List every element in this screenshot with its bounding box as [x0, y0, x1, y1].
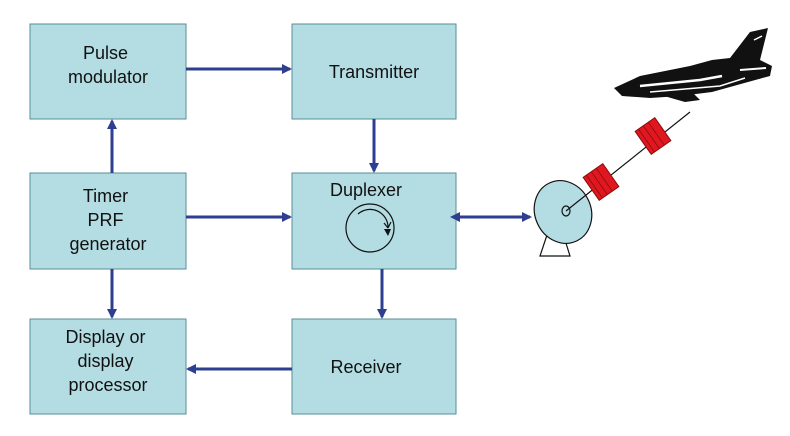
svg-text:Timer PRF generato: Timer PRF generator — [69, 186, 146, 254]
timer-line-3: generator — [69, 234, 146, 254]
transmitter-label: Transmitter — [329, 62, 419, 82]
duplexer-label: Duplexer — [330, 180, 402, 200]
transmitter-block: Transmitter — [291, 23, 457, 120]
receiver-label: Receiver — [330, 357, 401, 377]
display-line-2: display — [77, 351, 133, 371]
display-processor-block: Display or display processor — [29, 318, 187, 415]
svg-text:Duplexer: Duplexer — [330, 180, 402, 200]
svg-text:Receiver: Receiver — [330, 357, 401, 377]
radar-dish-icon — [533, 111, 691, 257]
pulse-icon — [634, 116, 672, 156]
svg-text:Transmitter: Transmitter — [329, 62, 419, 82]
timer-line-1: Timer — [83, 186, 128, 206]
pulse-modulator-line-2: modulator — [68, 67, 148, 87]
display-line-3: processor — [68, 375, 147, 395]
pulse-modulator-block: Pulse modulator — [29, 23, 187, 120]
pulse-modulator-line-1: Pulse — [83, 43, 128, 63]
svg-text:Display or display: Display or display processor — [65, 327, 150, 395]
circulator-icon — [345, 203, 395, 253]
timer-prf-generator-block: Timer PRF generator — [29, 172, 187, 270]
duplexer-block: Duplexer — [291, 172, 457, 270]
display-line-1: Display or — [65, 327, 145, 347]
timer-line-2: PRF — [87, 210, 123, 230]
receiver-block: Receiver — [291, 318, 457, 415]
svg-text:Pulse modulator: Pulse modulator — [68, 43, 148, 87]
pulse-icon — [582, 162, 620, 202]
aircraft-icon — [614, 28, 772, 102]
